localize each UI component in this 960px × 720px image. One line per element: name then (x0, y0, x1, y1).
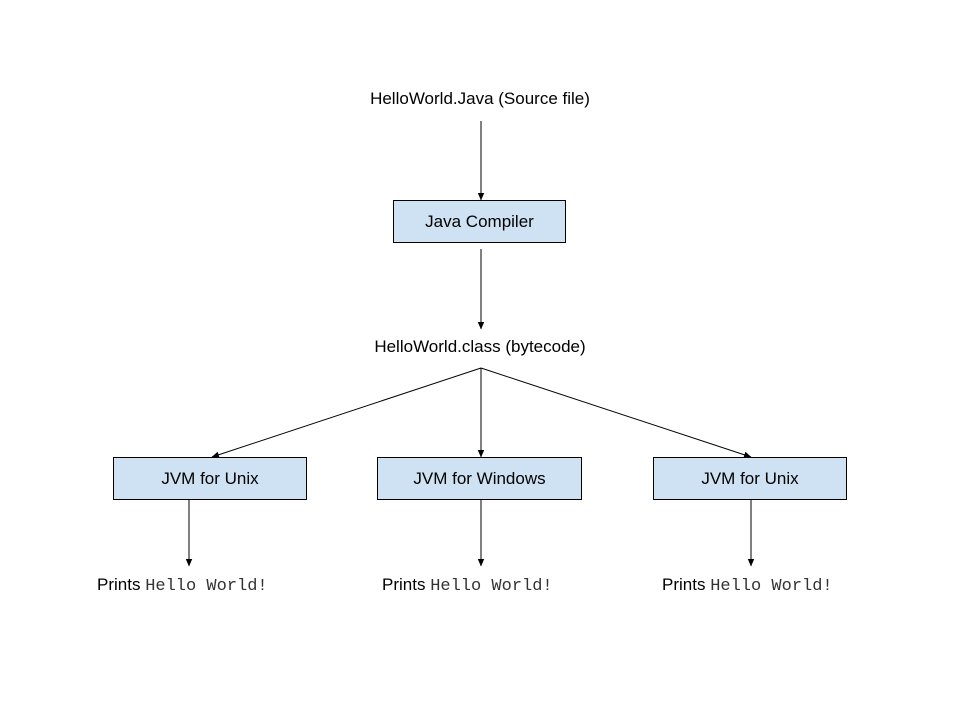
arrow-bytecode-to-jvm-1 (211, 367, 482, 458)
jvm-label-2: JVM for Windows (413, 468, 546, 488)
output-code-2: Hello World! (430, 577, 553, 596)
arrow-bytecode-to-jvm-3 (480, 367, 752, 458)
output-code-3: Hello World! (710, 577, 833, 596)
jvm-box-3: JVM for Unix (653, 457, 847, 500)
output-prefix-2: Prints (382, 575, 426, 594)
output-code-1: Hello World! (145, 577, 268, 596)
output-prefix-1: Prints (97, 575, 141, 594)
jvm-label-1: JVM for Unix (161, 468, 259, 488)
bytecode-label: HelloWorld.class (bytecode) (374, 337, 586, 356)
output-1: Prints Hello World! (97, 575, 268, 597)
jvm-box-1: JVM for Unix (113, 457, 307, 500)
compiler-box: Java Compiler (393, 200, 566, 243)
output-prefix-3: Prints (662, 575, 706, 594)
output-2: Prints Hello World! (382, 575, 553, 597)
source-file-label: HelloWorld.Java (Source file) (370, 89, 590, 108)
output-3: Prints Hello World! (662, 575, 833, 597)
jvm-label-3: JVM for Unix (701, 468, 799, 488)
jvm-box-2: JVM for Windows (377, 457, 582, 500)
compiler-label: Java Compiler (425, 211, 534, 231)
